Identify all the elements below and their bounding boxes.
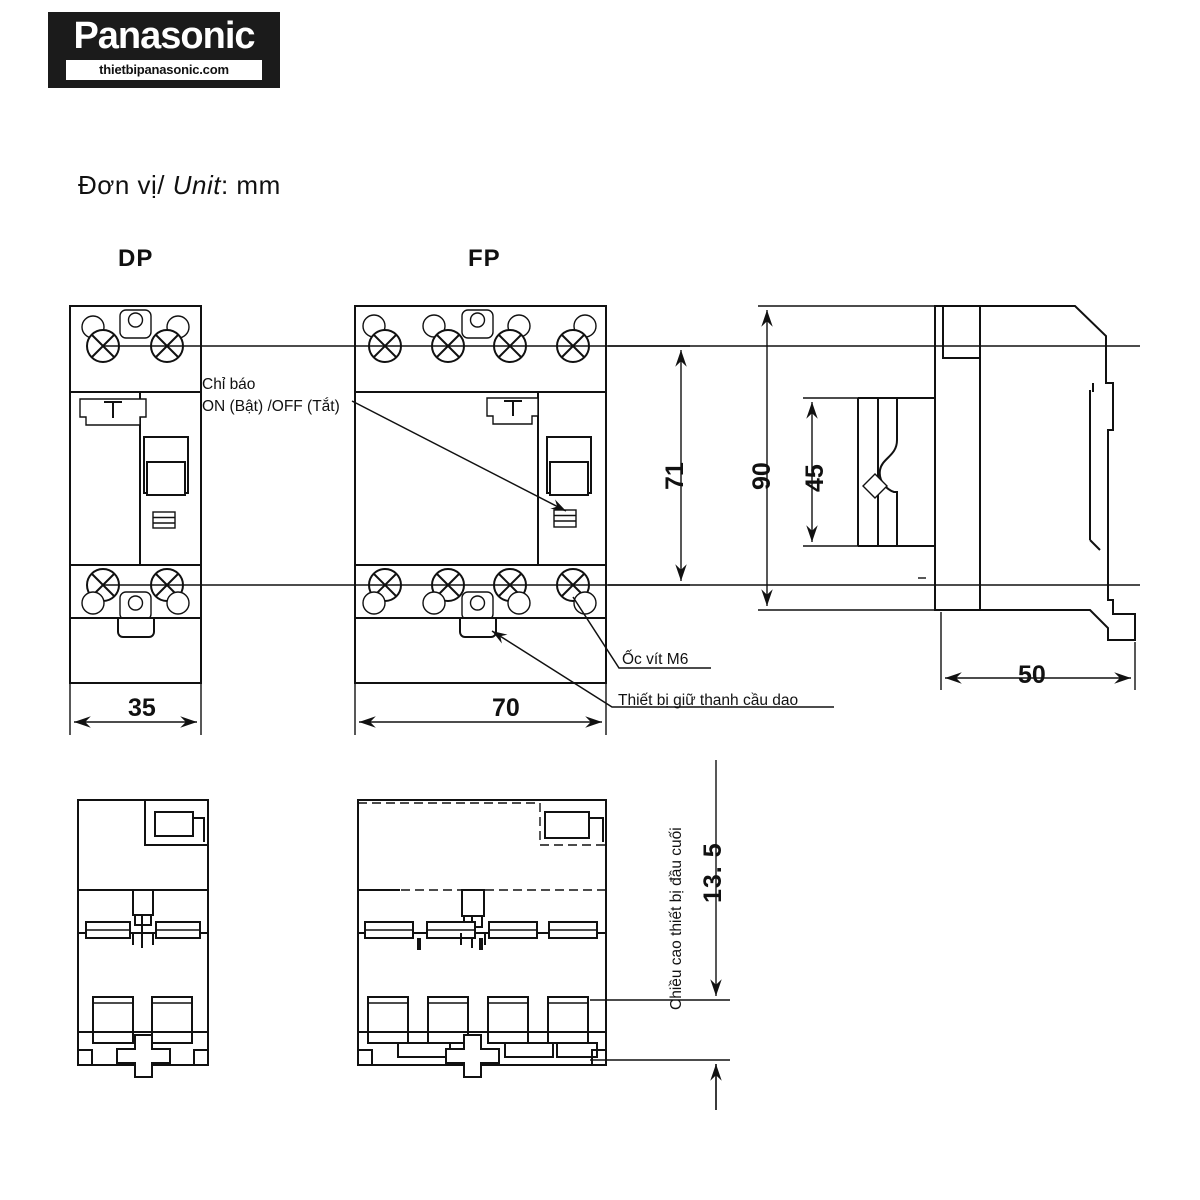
annotation-indicator-line1: Chỉ báo	[202, 376, 256, 393]
dimension-terminal-height: 13. 5	[699, 842, 727, 903]
dimension-inner-height: 45	[801, 464, 829, 492]
annotation-bar-holder: Thiết bị giữ thanh cầu dao	[618, 692, 799, 709]
brand-name: Panasonic	[73, 15, 255, 57]
unit-label-en: Unit	[172, 170, 221, 200]
dimension-lines	[69, 305, 1136, 1110]
dp-bottom-view	[77, 799, 209, 1078]
annotation-indicator-line2: ON (Bật) /OFF (Tắt)	[202, 398, 340, 415]
side-profile-view	[857, 305, 1136, 641]
unit-label-vi: Đơn vị/	[78, 170, 173, 200]
view-title-dp: DP	[118, 245, 154, 272]
annotation-terminal-height: Chiều cao thiết bị đầu cuối	[668, 827, 685, 1010]
dp-front-view	[69, 305, 202, 684]
unit-label-value: : mm	[220, 170, 281, 200]
annotation-indicator: Chỉ báo ON (Bật) /OFF (Tắt)	[202, 374, 340, 418]
panasonic-logo: Panasonic thietbipanasonic.com	[48, 12, 280, 88]
dimension-dp-width: 35	[128, 694, 156, 722]
unit-label: Đơn vị/ Unit: mm	[78, 170, 281, 201]
view-title-fp: FP	[468, 245, 501, 272]
brand-website: thietbipanasonic.com	[66, 60, 262, 80]
fp-front-view	[354, 305, 607, 684]
dimension-terminal-pitch: 71	[661, 462, 689, 490]
fp-bottom-view	[357, 799, 607, 1078]
annotation-screw: Ốc vít M6	[622, 651, 689, 668]
dimension-fp-width: 70	[492, 694, 520, 722]
dimension-depth: 50	[1018, 661, 1046, 689]
dimension-total-height: 90	[748, 462, 776, 490]
